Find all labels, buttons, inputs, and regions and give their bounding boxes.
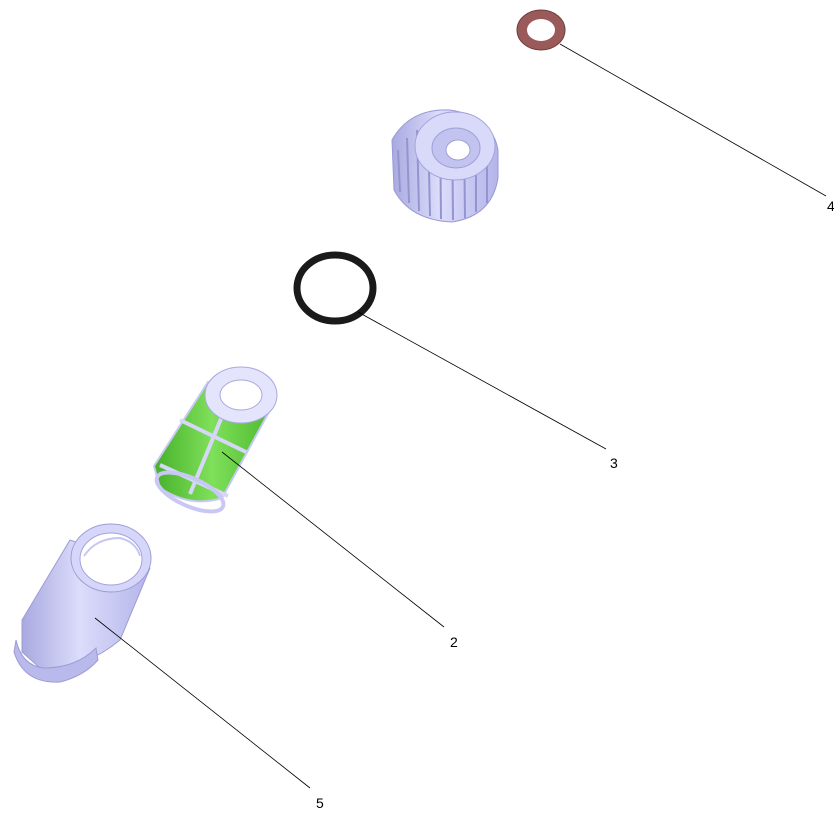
filter-insert-part: 2 <box>152 366 458 650</box>
callout-label-filter-housing: 5 <box>316 795 324 811</box>
union-nut-icon <box>391 109 499 223</box>
leader-line-washer <box>559 43 827 197</box>
leader-line-o-ring <box>357 311 607 450</box>
union-nut-part <box>391 109 499 223</box>
o-ring-icon <box>293 251 377 325</box>
washer-icon <box>516 9 566 51</box>
callout-label-washer: 4 <box>827 198 834 214</box>
filter-housing-icon <box>13 523 152 683</box>
leader-line-filter-housing <box>94 617 311 789</box>
callout-label-o-ring: 3 <box>610 455 618 471</box>
leader-line-filter-insert <box>221 451 445 628</box>
filter-housing-part: 5 <box>13 523 324 811</box>
o-ring-part: 3 <box>293 251 618 471</box>
filter-insert-icon <box>152 366 278 514</box>
washer-part: 4 <box>516 9 834 214</box>
callout-label-filter-insert: 2 <box>450 634 458 650</box>
